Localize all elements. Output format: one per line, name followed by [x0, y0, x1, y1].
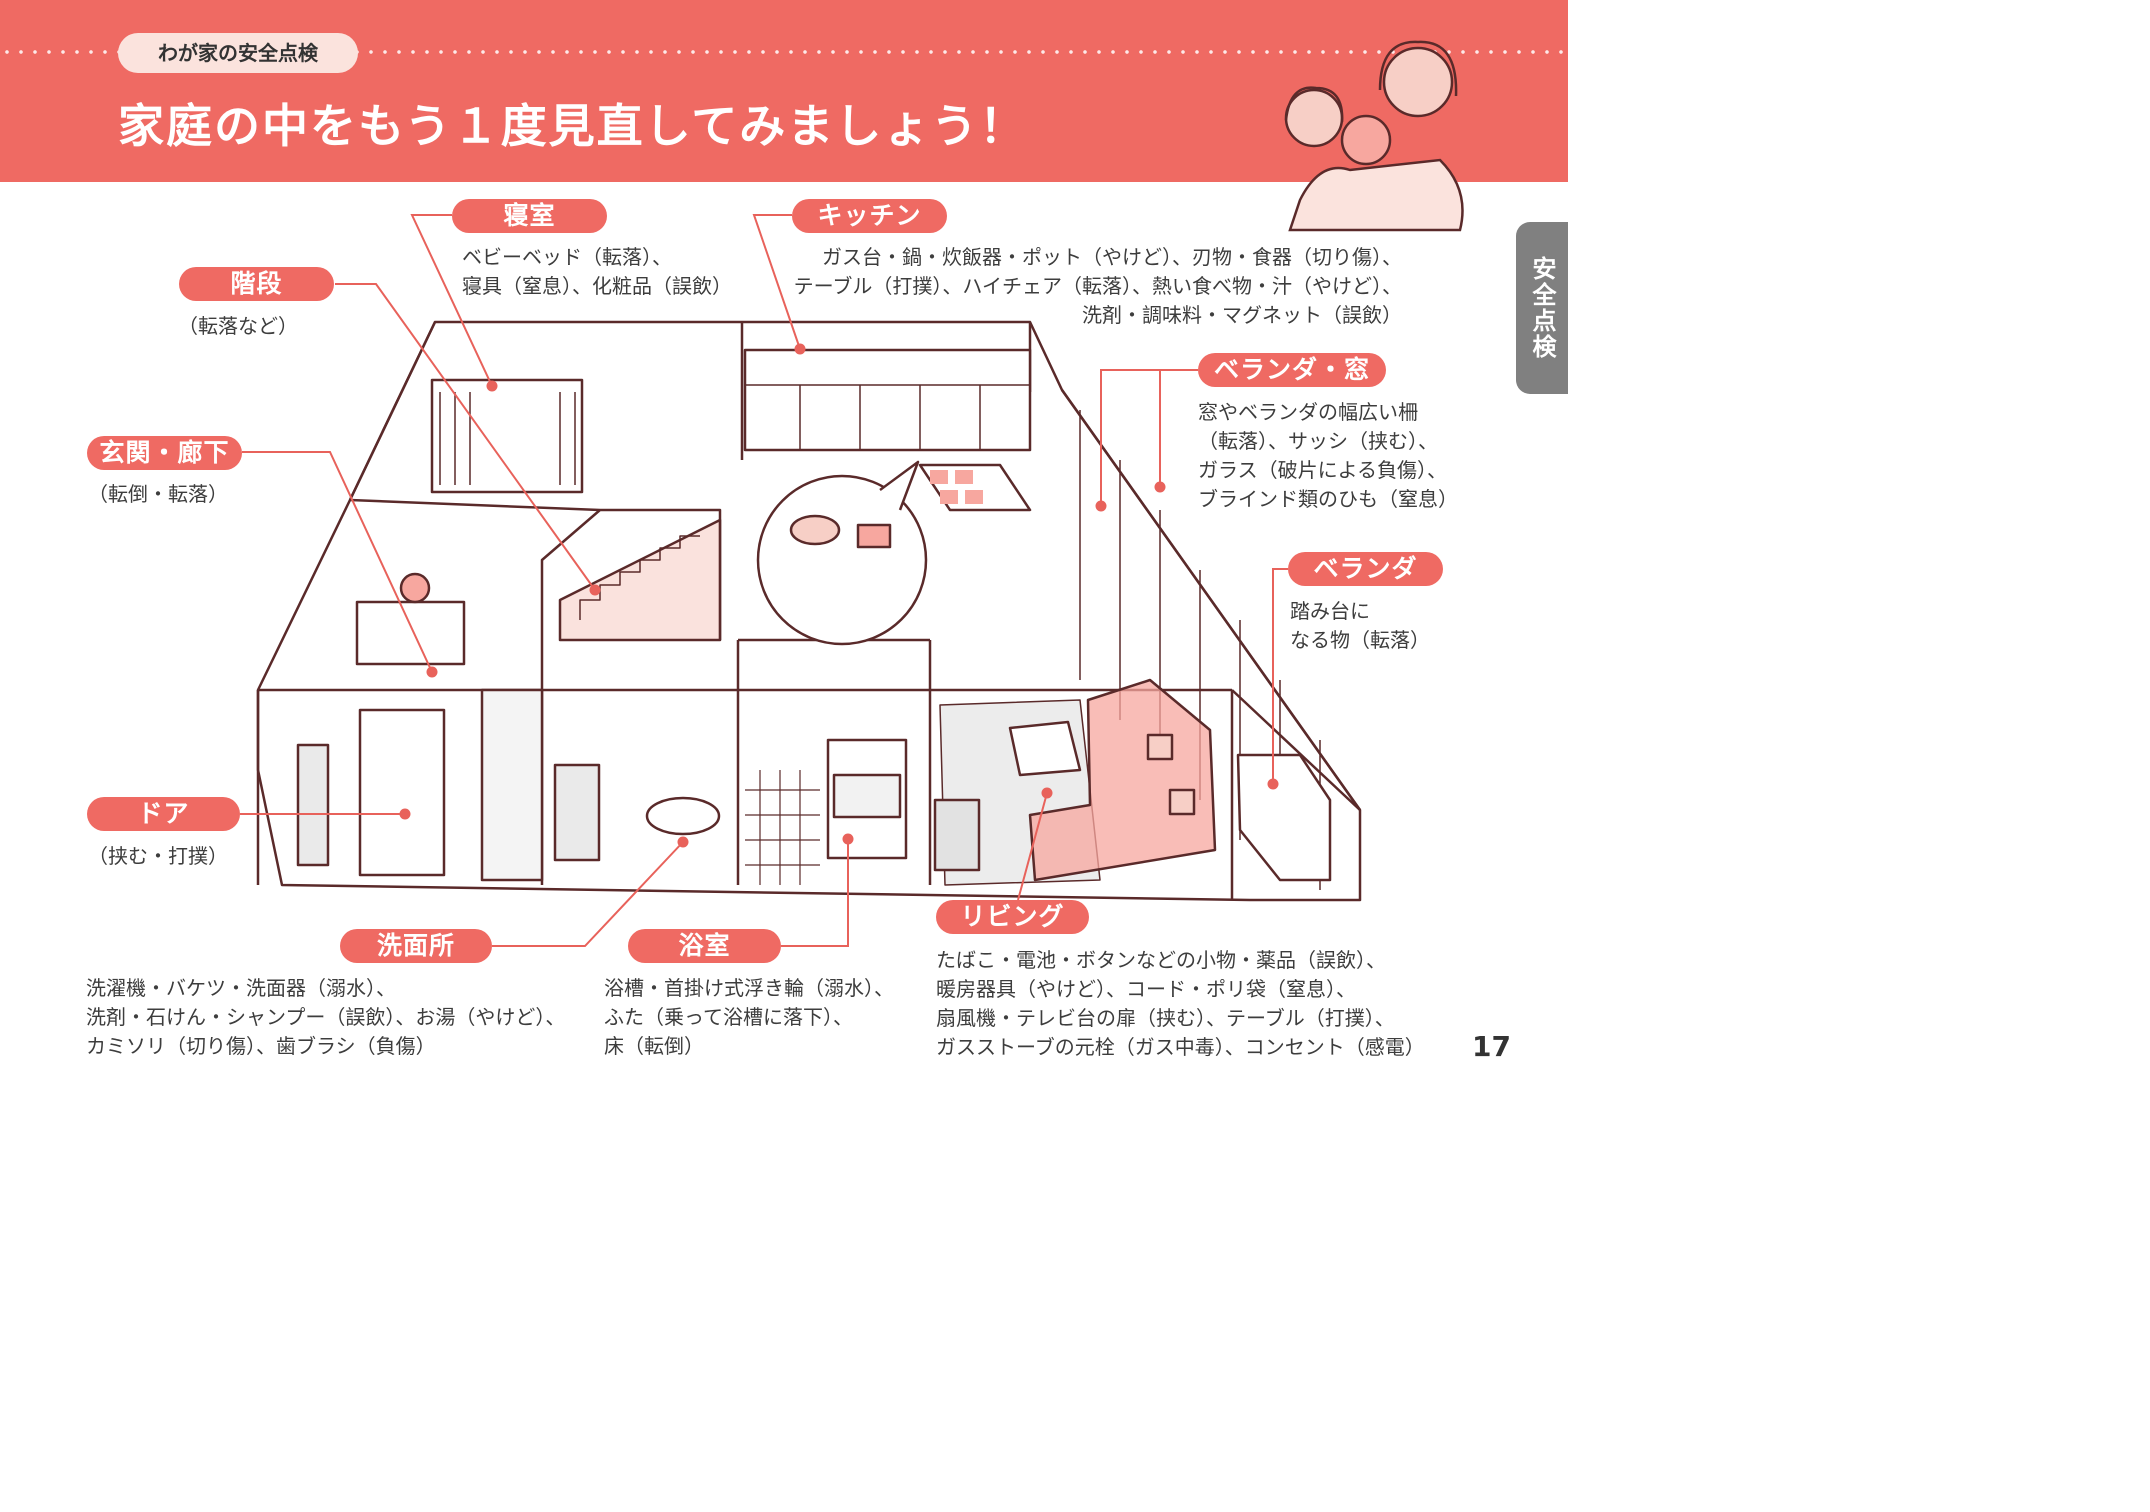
hazard-line: なる物（転落）	[1290, 628, 1430, 652]
hazards-washroom: 洗濯機・バケツ・洗面器（溺水）、 洗剤・石けん・シャンプー（誤飲）、お湯（やけど…	[86, 974, 565, 1061]
dotted-divider	[0, 50, 1568, 54]
label-veranda: ベランダ	[1288, 552, 1443, 586]
house-illustration	[240, 40, 1464, 947]
hazards-stairs: （転落など）	[178, 312, 298, 341]
hazards-veranda: 踏み台に なる物（転落）	[1290, 597, 1430, 655]
label-veranda-window: ベランダ・窓	[1198, 353, 1386, 387]
hazard-line: ガラス（破片による負傷）、	[1198, 458, 1447, 482]
hazard-line: 扇風機・テレビ台の扉（挟む）、テーブル（打撲）、	[936, 1006, 1395, 1030]
label-kitchen: キッチン	[792, 199, 947, 233]
hazard-line: （転落）、サッシ（挟む）、	[1198, 429, 1438, 453]
hazard-line: 浴槽・首掛け式浮き輪（溺水）、	[604, 976, 894, 1000]
hazard-line: ベビーベッド（転落）、	[462, 245, 672, 269]
hazards-bathroom: 浴槽・首掛け式浮き輪（溺水）、 ふた（乗って浴槽に落下）、 床（転倒）	[604, 974, 894, 1061]
hazard-line: 洗濯機・バケツ・洗面器（溺水）、	[86, 976, 396, 1000]
side-index-tab[interactable]: 安全点検	[1516, 222, 1568, 394]
hazards-bedroom: ベビーベッド（転落）、 寝具（窒息）、化粧品（誤飲）	[462, 243, 732, 301]
hazard-line: ガス台・鍋・炊飯器・ポット（やけど）、刃物・食器（切り傷）、	[822, 245, 1402, 269]
hazard-line: 窓やベランダの幅広い柵	[1198, 400, 1418, 424]
hazard-line: たばこ・電池・ボタンなどの小物・薬品（誤飲）、	[936, 948, 1386, 972]
house-floorplan	[256, 320, 1362, 902]
hazard-line: カミソリ（切り傷）、歯ブラシ（負傷）	[86, 1034, 436, 1058]
label-washroom: 洗面所	[340, 929, 492, 963]
label-bedroom: 寝室	[452, 199, 607, 233]
hazard-line: 踏み台に	[1290, 599, 1370, 623]
hazards-kitchen: ガス台・鍋・炊飯器・ポット（やけど）、刃物・食器（切り傷）、 テーブル（打撲）、…	[792, 243, 1402, 330]
family-illustration	[1284, 40, 1464, 232]
hazard-line: 暖房器具（やけど）、コード・ポリ袋（窒息）、	[936, 977, 1356, 1001]
hazard-line: 寝具（窒息）、化粧品（誤飲）	[462, 274, 732, 298]
label-living-room: リビング	[936, 900, 1089, 934]
label-bathroom: 浴室	[628, 929, 781, 963]
hazard-line: （転倒・転落）	[88, 482, 228, 506]
hazard-line: ふた（乗って浴槽に落下）、	[604, 1005, 853, 1029]
leader-lines	[240, 214, 1288, 947]
hazards-veranda-window: 窓やベランダの幅広い柵 （転落）、サッシ（挟む）、 ガラス（破片による負傷）、 …	[1198, 398, 1458, 514]
page-title: 家庭の中をもう１度見直してみましょう！	[118, 99, 1028, 153]
hazards-entrance-hallway: （転倒・転落）	[88, 480, 228, 509]
hazard-line: 洗剤・石けん・シャンプー（誤飲）、お湯（やけど）、	[86, 1005, 566, 1029]
section-badge: わが家の安全点検	[118, 33, 358, 73]
label-stairs: 階段	[179, 267, 334, 301]
hazard-line: 床（転倒）	[604, 1034, 704, 1058]
page-number: 17	[1472, 1030, 1511, 1063]
hazard-line: ブラインド類のひも（窒息）	[1198, 487, 1458, 511]
hazard-line: テーブル（打撲）、ハイチェア（転落）、熱い食べ物・汁（やけど）、	[793, 274, 1402, 298]
hazard-line: （挟む・打撲）	[88, 844, 228, 868]
hazards-living-room: たばこ・電池・ボタンなどの小物・薬品（誤飲）、 暖房器具（やけど）、コード・ポリ…	[936, 946, 1425, 1062]
label-entrance-hallway: 玄関・廊下	[87, 436, 242, 470]
hazard-line: （転落など）	[178, 314, 298, 338]
hazards-door: （挟む・打撲）	[88, 842, 228, 871]
hazard-line: ガスストーブの元栓（ガス中毒）、コンセント（感電）	[936, 1035, 1425, 1059]
leader-dots	[399, 343, 1279, 848]
label-door: ドア	[87, 797, 240, 831]
hazard-line: 洗剤・調味料・マグネット（誤飲）	[1082, 303, 1402, 327]
